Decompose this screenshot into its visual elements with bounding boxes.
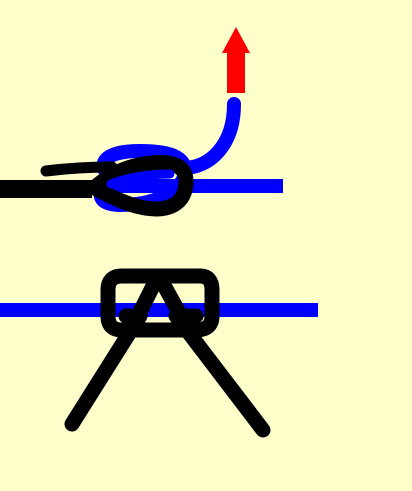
black-leg-right xyxy=(168,308,271,438)
blue-rope-overlap xyxy=(106,169,175,189)
arrow-shaft xyxy=(227,53,245,93)
black-rope-tail xyxy=(40,161,118,177)
pull-arrow xyxy=(222,27,250,93)
arrow-head xyxy=(222,27,250,53)
black-leg-left xyxy=(64,308,148,432)
bottom-knot-group xyxy=(0,268,318,438)
black-rope-loop xyxy=(87,155,194,217)
top-knot-group xyxy=(0,27,283,217)
